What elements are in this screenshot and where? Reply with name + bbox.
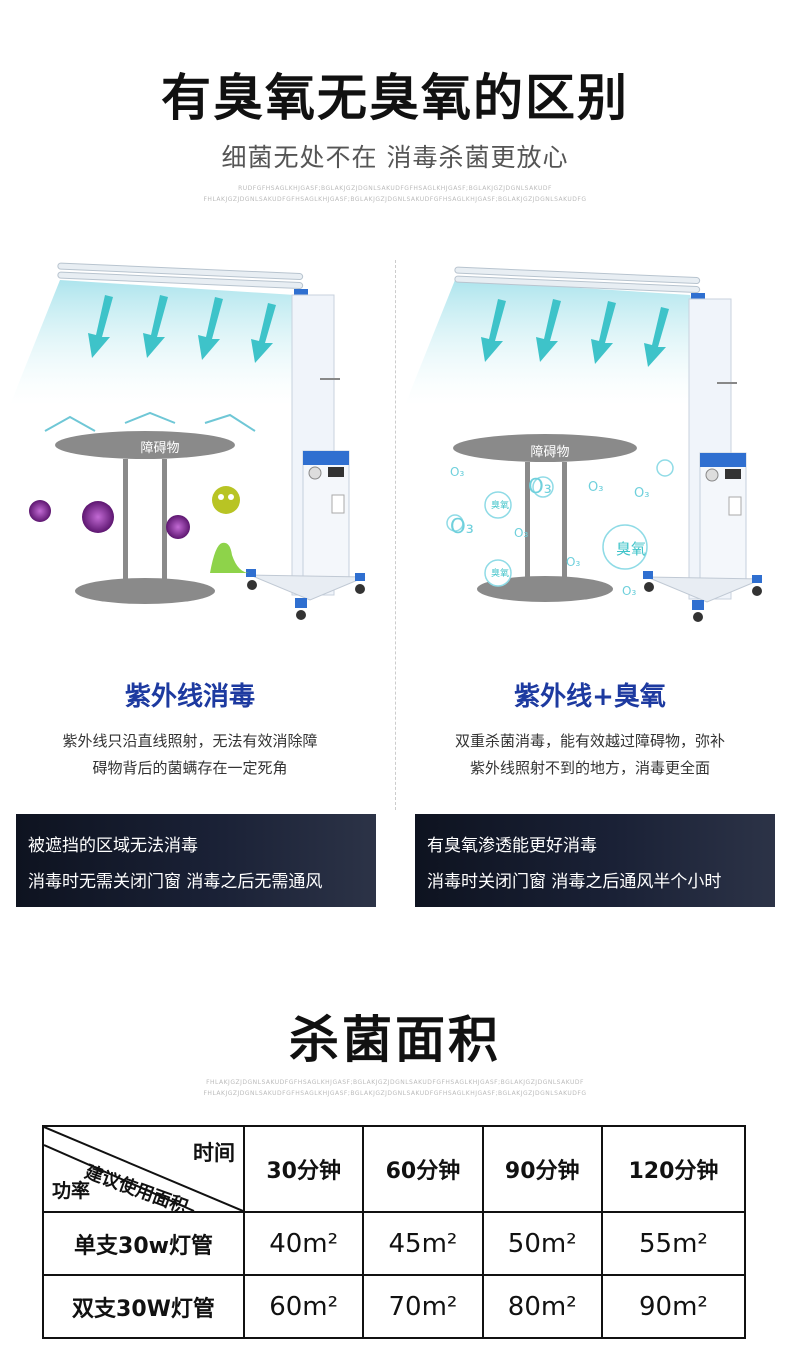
obstacle-label: 障碍物 [140, 441, 180, 456]
uv-machine-column [246, 294, 366, 620]
uv-note-line: 消毒时无需关闭门窗 消毒之后无需通风 [28, 872, 323, 892]
ozone-label: 臭氧 [490, 501, 509, 511]
area-value-cell: 80m² [481, 1274, 603, 1339]
area-value-cell: 70m² [362, 1274, 484, 1339]
ozone-symbol: O₃ [566, 555, 581, 569]
fine-print-text: FHLAKJGZJDGNLSAKUDFGFHSAGLKHJGASF;BGLAKJ… [203, 196, 587, 203]
corner-diagonal-lines [44, 1127, 243, 1211]
fine-print-text: FHLAKJGZJDGNLSAKUDFGFHSAGLKHJGASF;BGLAKJ… [206, 1079, 584, 1086]
obstacle-table [453, 434, 637, 602]
area-value-cell: 40m² [242, 1211, 365, 1276]
ozone-symbol: O₃ [634, 486, 650, 501]
area-value-cell: 55m² [600, 1211, 747, 1276]
ozone-symbol: O₃ [514, 526, 529, 540]
uv-ozone-description-line: 紫外线照射不到的地方，消毒更全面 [469, 759, 710, 777]
area-value-cell: 90m² [600, 1274, 747, 1339]
uv-note-box: 被遮挡的区域无法消毒 消毒时无需关闭门窗 消毒之后无需通风 [16, 814, 376, 907]
ozone-symbol: O₃ [450, 465, 465, 479]
column-header: 120分钟 [600, 1125, 747, 1213]
ozone-symbol: O₃ [588, 480, 604, 495]
table-header-row: 时间 建议使用面积 功率 30分钟 60分钟 90分钟 120分钟 [42, 1125, 747, 1213]
ozone-symbol: O₃ [450, 514, 474, 538]
table-row: 单支30w灯管 40m² 45m² 50m² 55m² [42, 1211, 747, 1276]
uv-ozone-note-box: 有臭氧渗透能更好消毒 消毒时关闭门窗 消毒之后通风半个小时 [415, 814, 775, 907]
area-value-cell: 50m² [481, 1211, 603, 1276]
ozone-symbol: O₃ [622, 584, 637, 598]
uv-lamp-tubes [57, 262, 308, 301]
uv-description-line: 碍物背后的菌螨存在一定死角 [92, 759, 288, 777]
uv-note-line: 被遮挡的区域无法消毒 [28, 836, 198, 856]
uv-ozone-heading: 紫外线+臭氧 [514, 682, 666, 712]
sterilization-area-table: 时间 建议使用面积 功率 30分钟 60分钟 90分钟 120分钟 单支30w灯… [42, 1125, 747, 1339]
section-title-ozone: 有臭氧无臭氧的区别 [161, 69, 629, 127]
uv-ozone-note-line: 消毒时关闭门窗 消毒之后通风半个小时 [427, 872, 722, 892]
fine-print-text: RUDFGFHSAGLKHJGASF;BGLAKJGZJDGNLSAKUDFGF… [238, 185, 552, 192]
table-row: 双支30W灯管 60m² 70m² 80m² 90m² [42, 1274, 747, 1339]
fine-print-text: FHLAKJGZJDGNLSAKUDFGFHSAGLKHJGASF;BGLAKJ… [203, 1090, 587, 1097]
section-subtitle: 细菌无处不在 消毒杀菌更放心 [221, 143, 569, 172]
ozone-symbol: O₃ [528, 474, 552, 498]
area-value-cell: 45m² [362, 1211, 484, 1276]
uv-ozone-note-line: 有臭氧渗透能更好消毒 [427, 836, 597, 856]
obstacle-table [55, 431, 235, 604]
uv-ozone-description-line: 双重杀菌消毒，能有效越过障碍物，弥补 [454, 732, 725, 750]
uv-heading: 紫外线消毒 [124, 682, 255, 712]
uv-beam [405, 280, 725, 405]
virus-icon [29, 500, 190, 539]
ozone-bubble-icon [446, 459, 674, 587]
down-arrow-icon [481, 299, 669, 367]
bounce-arrow-icon [44, 411, 256, 432]
corner-power-label: 功率 [52, 1180, 91, 1202]
column-header: 60分钟 [362, 1125, 484, 1213]
uv-ozone-illustration [405, 266, 763, 622]
column-divider [395, 260, 396, 810]
ozone-label: 臭氧 [615, 540, 646, 558]
column-header: 30分钟 [242, 1125, 365, 1213]
uv-description-line: 紫外线只沿直线照射，无法有效消除障 [62, 732, 318, 750]
uv-beam [10, 280, 330, 405]
section-title-area: 杀菌面积 [289, 1011, 501, 1069]
uv-lamp-tubes [454, 266, 705, 305]
obstacle-label: 障碍物 [530, 445, 570, 460]
ozone-label: 臭氧 [490, 569, 509, 579]
row-label: 双支30W灯管 [42, 1274, 245, 1339]
area-value-cell: 60m² [242, 1274, 365, 1339]
uv-machine-column [643, 298, 763, 622]
uv-only-illustration [10, 262, 366, 620]
corner-time-label: 时间 [193, 1141, 235, 1165]
column-header: 90分钟 [481, 1125, 603, 1213]
germ-icon [210, 486, 250, 573]
row-label: 单支30w灯管 [42, 1211, 245, 1276]
down-arrow-icon [88, 295, 276, 363]
table-corner-cell: 时间 建议使用面积 功率 [42, 1125, 245, 1213]
